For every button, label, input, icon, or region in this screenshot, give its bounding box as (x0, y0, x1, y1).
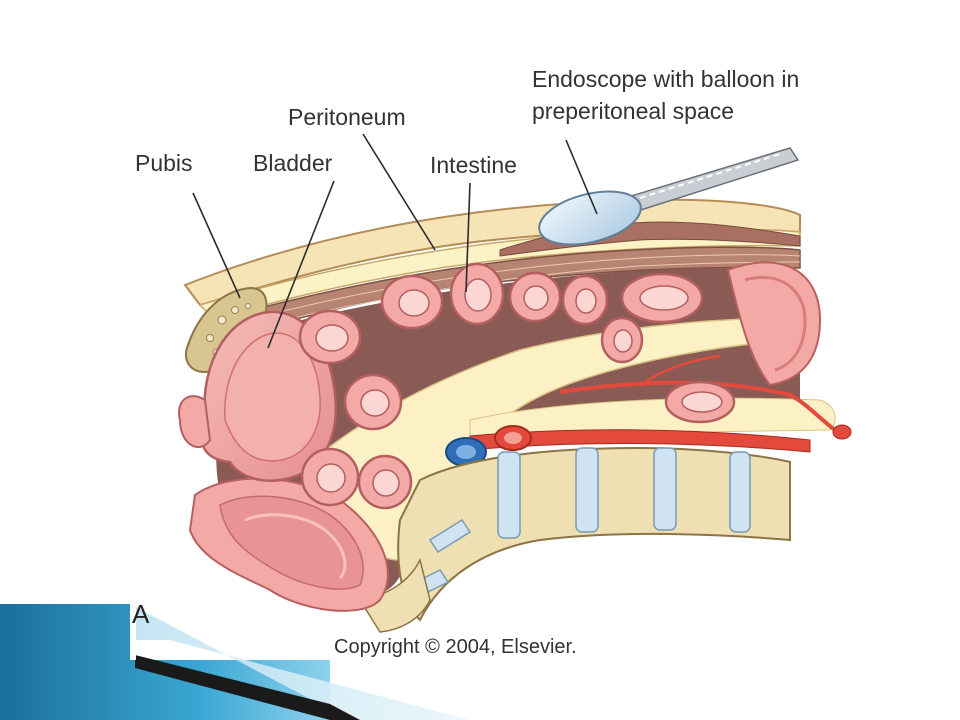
copyright-notice: Copyright © 2004, Elsevier. (334, 636, 577, 658)
panel-letter: A (132, 599, 150, 629)
label-endoscope-line2: preperitoneal space (532, 98, 735, 124)
endoscope (538, 147, 800, 246)
balloon (538, 190, 642, 246)
artery-branch (559, 380, 841, 434)
label-bladder: Bladder (253, 150, 333, 176)
label-pubis: Pubis (135, 150, 193, 176)
label-endoscope-line1: Endoscope with balloon in (532, 66, 800, 92)
label-peritoneum: Peritoneum (288, 104, 406, 130)
label-intestine: Intestine (430, 152, 517, 178)
slide-corner-decoration (0, 604, 470, 720)
intestine-loops (298, 262, 736, 510)
leader-lines (192, 133, 598, 349)
aorta (469, 429, 811, 453)
